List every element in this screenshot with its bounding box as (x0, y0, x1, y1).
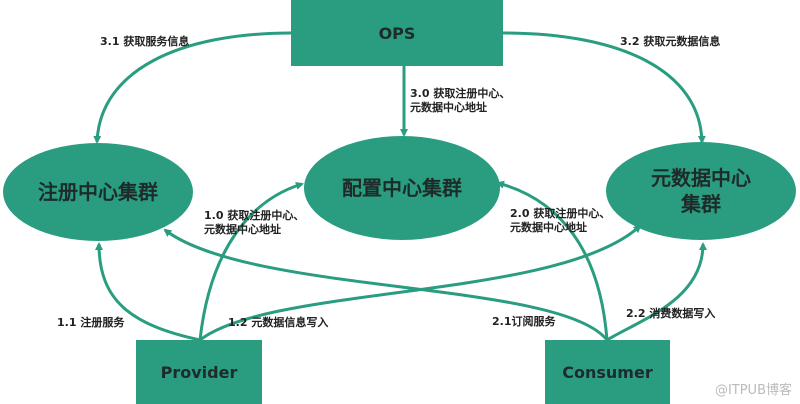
label-2-0-line2: 元数据中心地址 (510, 221, 587, 234)
label-1-0: 1.0 获取注册中心、元数据中心地址 (204, 209, 304, 237)
metadata-cluster-node: 元数据中心集群 (606, 142, 796, 240)
label-1-0-line2: 元数据中心地址 (204, 223, 281, 236)
metadata-label-1: 元数据中心 (651, 166, 751, 190)
consumer-node: Consumer (545, 340, 670, 404)
label-1-0-line1: 1.0 获取注册中心、 (204, 209, 305, 222)
label-2-2: 2.2 消费数据写入 (626, 307, 716, 320)
label-2-0-line1: 2.0 获取注册中心、 (510, 207, 611, 220)
registry-label: 注册中心集群 (38, 180, 158, 204)
config-label: 配置中心集群 (342, 176, 462, 200)
edge-1-1 (95, 242, 201, 342)
label-2-1: 2.1订阅服务 (492, 315, 556, 328)
provider-node: Provider (136, 340, 262, 404)
label-3-1: 3.1 获取服务信息 (100, 35, 190, 48)
label-3-0-line2: 元数据中心地址 (410, 101, 487, 114)
label-3-2: 3.2 获取元数据信息 (620, 35, 721, 48)
edge-2-2 (606, 242, 707, 342)
registry-cluster-node: 注册中心集群 (3, 143, 193, 241)
label-1-2: 1.2 元数据信息写入 (228, 316, 329, 329)
consumer-label: Consumer (562, 362, 653, 382)
label-1-1: 1.1 注册服务 (57, 316, 125, 329)
edge-2-0 (496, 180, 609, 341)
label-3-0: 3.0 获取注册中心、元数据中心地址 (410, 87, 510, 115)
edge-2-1 (163, 228, 609, 341)
ops-label: OPS (378, 23, 416, 43)
edge-3-1 (93, 31, 292, 144)
provider-label: Provider (160, 362, 238, 382)
edge-3-2 (502, 31, 706, 144)
edge-1-0 (198, 181, 304, 341)
config-cluster-node: 配置中心集群 (304, 136, 500, 240)
label-3-0-line1: 3.0 获取注册中心、 (410, 87, 511, 100)
watermark: @ITPUB博客 (714, 383, 792, 398)
label-2-0: 2.0 获取注册中心、元数据中心地址 (510, 207, 610, 235)
metadata-label-2: 集群 (681, 192, 721, 216)
ops-node: OPS (291, 0, 503, 66)
